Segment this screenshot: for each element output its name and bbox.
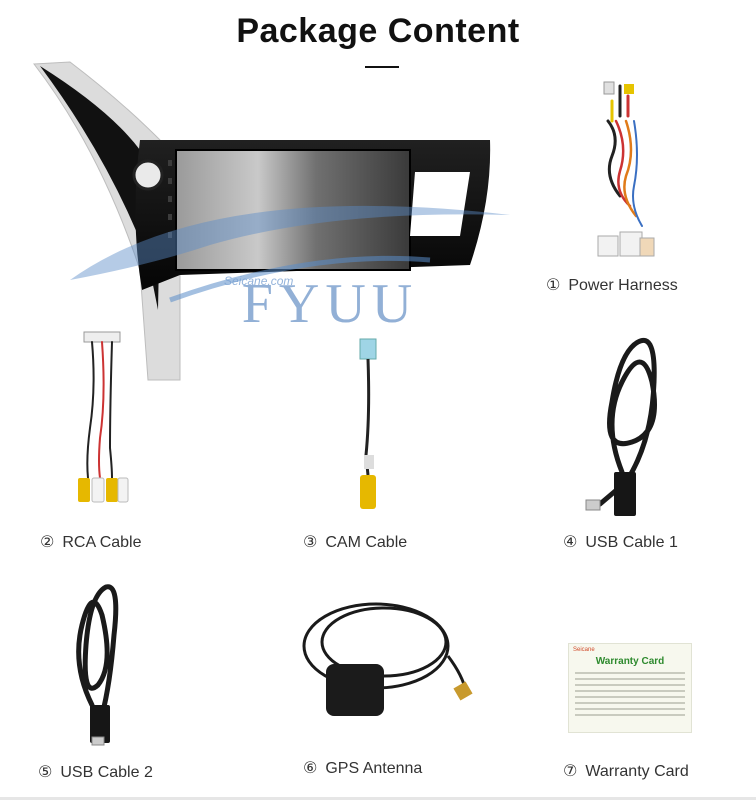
page-title: Package Content xyxy=(236,12,520,50)
usb-cable-icon xyxy=(62,575,132,750)
power-harness-icon xyxy=(590,76,660,266)
watermark-brand-small: Seicane.com xyxy=(224,274,294,288)
warranty-card-title: Warranty Card xyxy=(595,656,665,667)
bottom-divider xyxy=(0,797,756,800)
gps-antenna-icon xyxy=(298,596,478,741)
rca-cable-icon xyxy=(72,328,132,518)
cam-cable-icon xyxy=(348,335,388,520)
watermark-brand: FYUU xyxy=(241,273,419,335)
warranty-card-brand: Seicane xyxy=(573,647,595,653)
usb-cable-icon xyxy=(582,322,672,522)
warranty-card-text-lines xyxy=(575,672,685,720)
warranty-card-icon: Seicane Warranty Card xyxy=(568,643,692,733)
title-underline xyxy=(365,66,399,68)
head-unit-image xyxy=(30,60,520,390)
